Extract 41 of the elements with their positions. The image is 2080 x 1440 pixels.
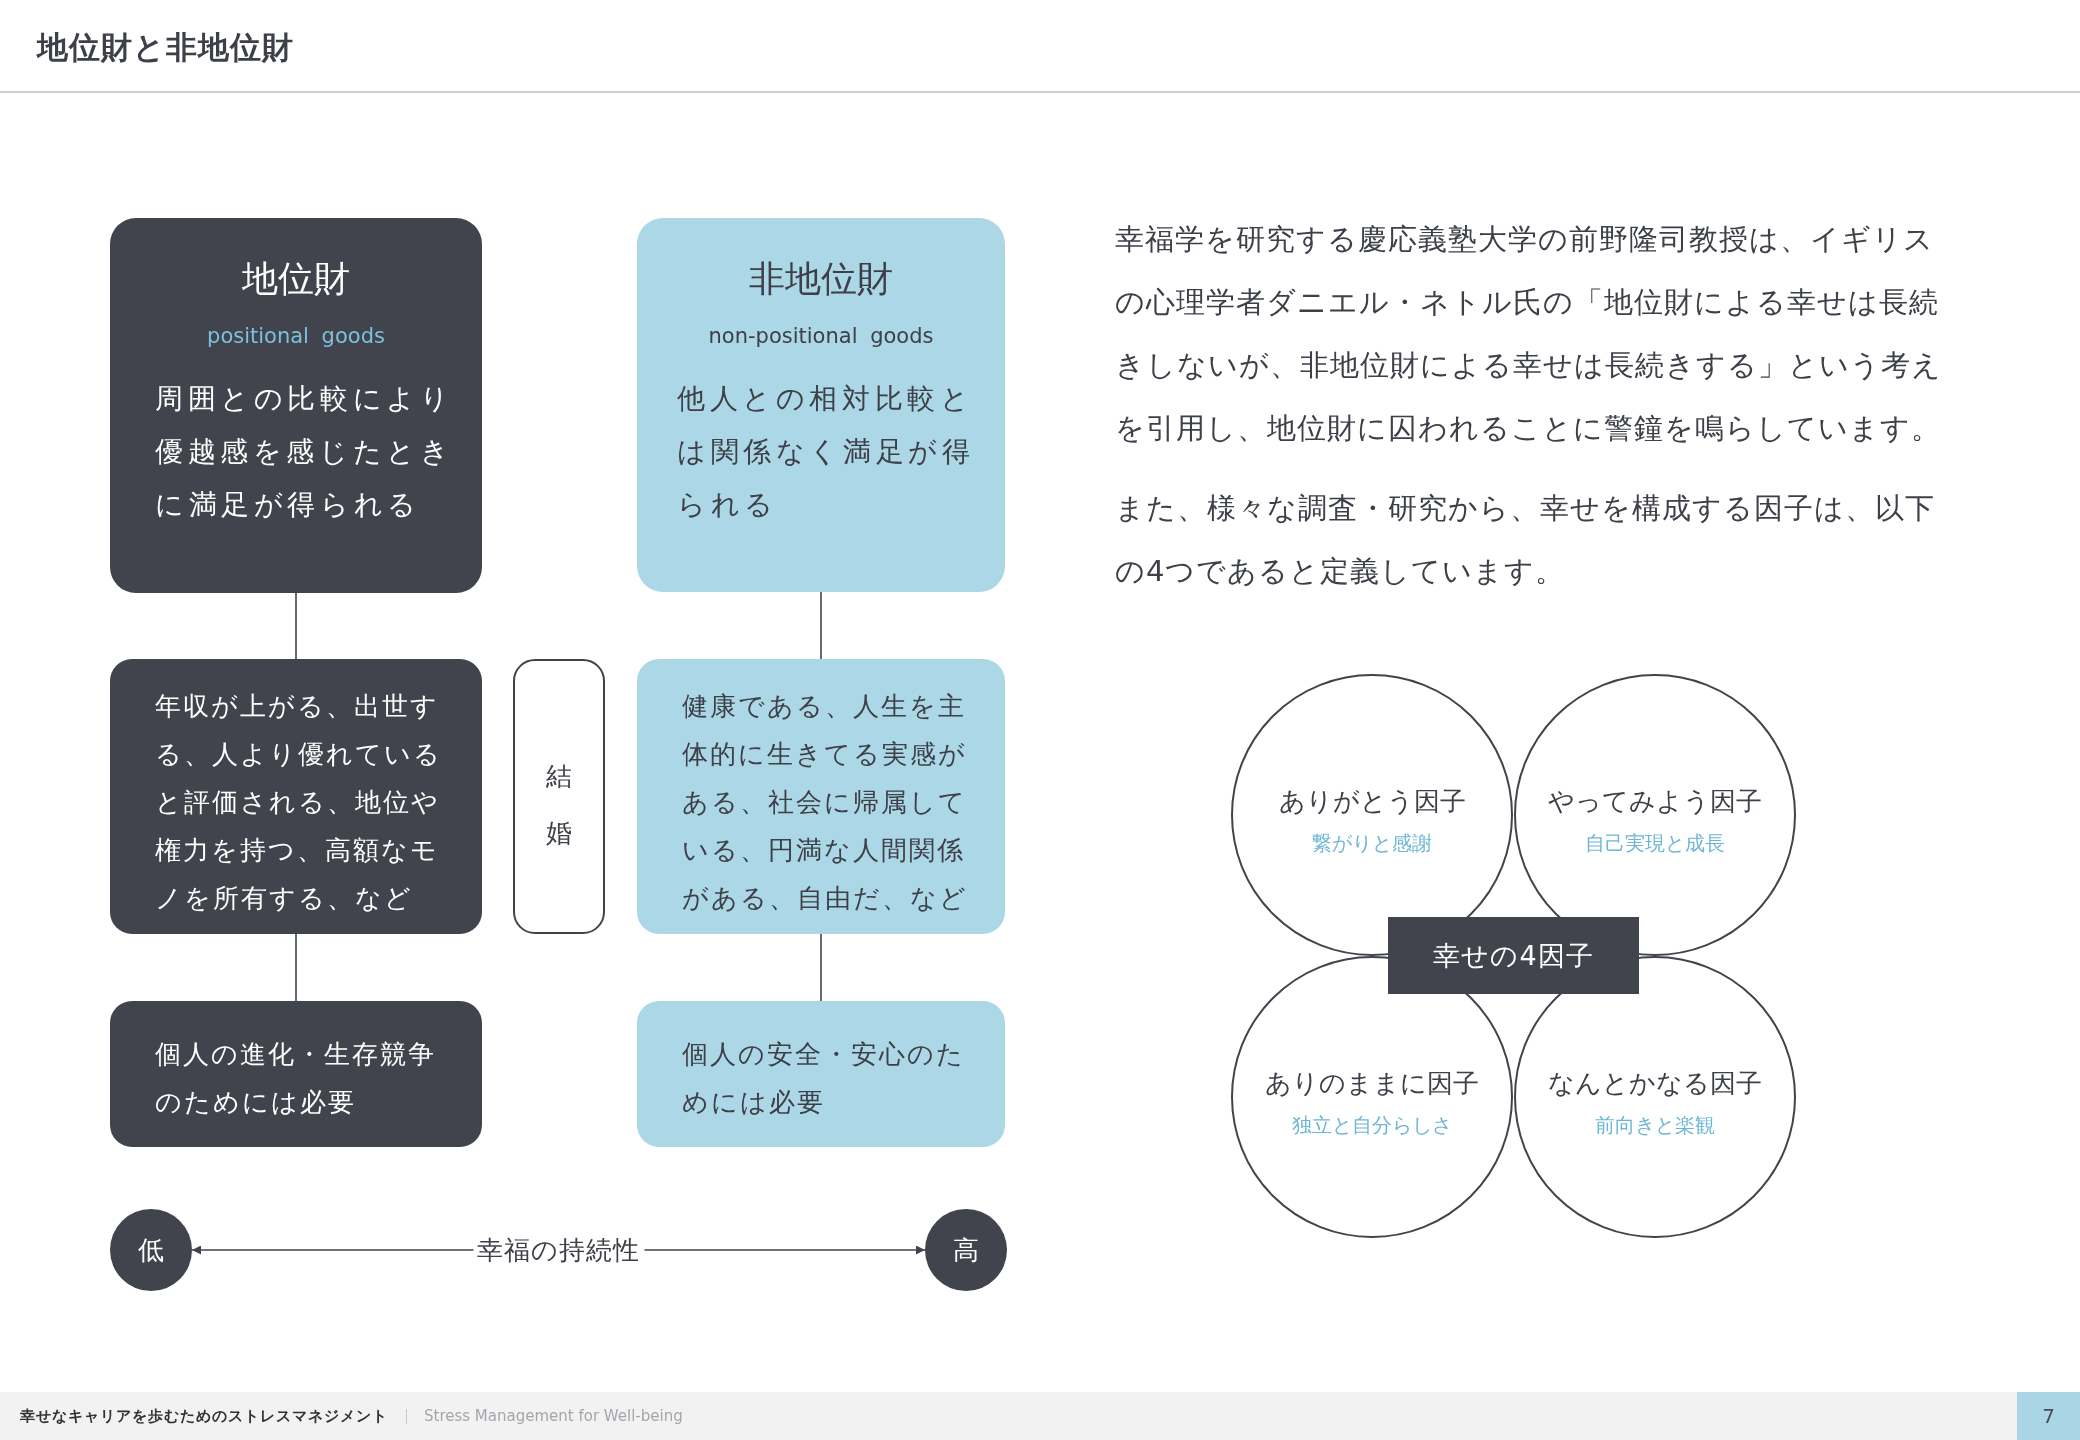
description-text: 他人との相対比較とは関係なく満足が得られる [677,381,976,523]
footer-subtitle: Stress Management for Well-being [424,1406,683,1427]
factor-subtitle: 前向きと楽観 [1595,1113,1715,1137]
description-text: 周囲との比較により優越感を感じたときに満足が得られる [155,381,455,523]
description-text: 個人の進化・生存競争のためには必要 [155,1038,437,1119]
factor-subtitle: 繋がりと感謝 [1312,831,1432,855]
page-number: 7 [2017,1392,2080,1440]
factor-subtitle: 独立と自分らしさ [1292,1113,1452,1137]
info-card [637,218,1005,592]
card-title: 地位財 [242,257,350,301]
connector-line [820,933,822,1002]
edge-label: 幸福の持続性 [473,1234,644,1266]
factor-subtitle: 自己実現と成長 [1585,831,1725,855]
description-text: 年収が上がる、出世する、人より優れていると評価される、地位や権力を持つ、高額なモノを所有する、など [155,689,443,915]
info-card [637,1001,1005,1147]
card-title: 非地位財 [749,257,893,301]
factor-name: ありのままに因子 [1265,1068,1479,1098]
info-card [110,659,482,934]
info-card [110,218,482,593]
info-card [110,1001,482,1147]
banner-text: 幸せの4因子 [1433,938,1594,973]
page-title: 地位財と非地位財 [37,28,294,67]
factor-name: なんとかなる因子 [1548,1068,1762,1098]
body-paragraph: また、様々な調査・研究から、幸せを構成する因子は、以下の4つであると定義しています。 [1115,490,1936,590]
factor-name: やってみよう因子 [1548,786,1762,816]
connector-line [295,933,297,1002]
vertical-text: 結婚 [545,759,573,850]
card-subtitle: non-positional goods [708,323,934,350]
description-text: 健康である、人生を主体的に生きてる実感がある、社会に帰属している、円満な人間関係がある、自由だ、など [682,689,969,915]
footer-title: 幸せなキャリアを歩むためのストレスマネジメント [20,1406,388,1427]
info-card [637,659,1005,934]
level-label: 低 [138,1234,164,1266]
rounded-box [513,659,605,934]
factor-name: ありがとう因子 [1278,786,1466,816]
body-paragraph: 幸福学を研究する慶応義塾大学の前野隆司教授は、イギリスの心理学者ダニエル・ネトル氏の「地位財による幸せは長続きしないが、非地位財による幸せは長続きする」という考えを引用し、地位財に囚われることに警鐘を鳴らしています。 [1115,221,1943,447]
level-label: 高 [953,1234,979,1266]
connector-line [295,592,297,660]
card-subtitle: positional goods [207,323,385,350]
description-text: 個人の安全・安心のためには必要 [682,1038,966,1119]
connector-line [820,591,822,660]
center-banner [1388,917,1639,994]
